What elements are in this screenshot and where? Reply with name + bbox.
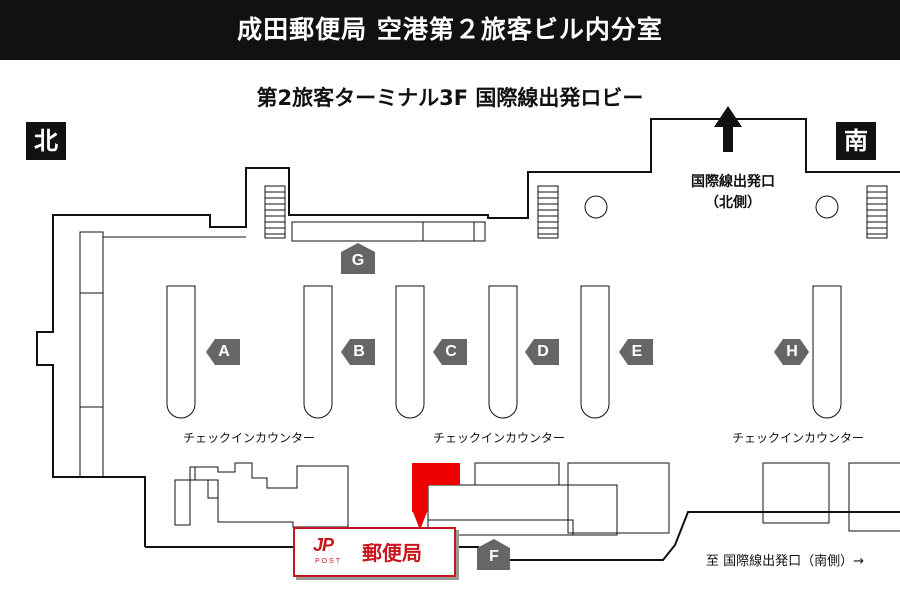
counter-b-label: B <box>353 343 365 360</box>
south-exit-label: 至 国際線出発口（南側）→ <box>706 554 865 569</box>
post-office-callout: JP POST 郵便局 <box>293 527 456 577</box>
post-office-pointer <box>413 512 427 530</box>
counter-e-label: E <box>631 343 643 360</box>
marker-c <box>433 339 467 365</box>
north-exit-arrow <box>714 106 742 152</box>
counter-d-label: D <box>537 343 549 360</box>
marker-d <box>525 339 559 365</box>
building-outline <box>36 118 900 547</box>
checkin-counter-label: チェックインカウンター <box>433 431 566 445</box>
marker-h <box>774 339 809 365</box>
marker-a <box>206 339 240 365</box>
post-office-location <box>412 463 460 512</box>
counter-h-label: H <box>786 343 798 360</box>
counter-c-label: C <box>445 343 457 360</box>
pillar <box>584 195 608 219</box>
counter-g-strip <box>291 221 486 242</box>
stairs-west <box>264 185 286 239</box>
marker-b <box>341 339 375 365</box>
west-corridor <box>79 231 246 478</box>
page-title: 成田郵便局 空港第２旅客ビル内分室 <box>237 15 663 44</box>
checkin-counter-label: チェックインカウンター <box>183 431 316 445</box>
checkin-counter-label: チェックインカウンター <box>732 431 865 445</box>
building-outline-south <box>145 511 900 561</box>
counter-a-label: A <box>218 343 230 360</box>
north-exit-line2: （北側） <box>705 195 761 211</box>
compass-north-label: 北 <box>26 122 66 160</box>
checkin-islands <box>166 285 842 419</box>
marker-f <box>477 539 510 570</box>
map-title: 第2旅客ターミナル3F 国際線出発ロビー <box>256 86 644 110</box>
counter-f-label: F <box>489 548 499 565</box>
pillar <box>815 195 839 219</box>
jp-post-logo-text: POST <box>315 558 343 565</box>
marker-e <box>619 339 653 365</box>
counter-markers <box>206 243 809 570</box>
post-office-name: 郵便局 <box>362 541 422 565</box>
compass-south-label: 南 <box>836 122 876 160</box>
southwest-rooms <box>174 462 900 536</box>
north-exit-line1: 国際線出発口 <box>691 174 775 190</box>
stairs-center <box>537 185 559 239</box>
north-exit-label: 国際線出発口 （北側） <box>668 172 798 214</box>
marker-g <box>341 243 375 274</box>
counter-g-label: G <box>351 252 365 269</box>
stairs-east <box>866 185 888 239</box>
jp-post-logo-icon: JP <box>313 535 334 555</box>
header-bar: 成田郵便局 空港第２旅客ビル内分室 <box>0 0 900 60</box>
